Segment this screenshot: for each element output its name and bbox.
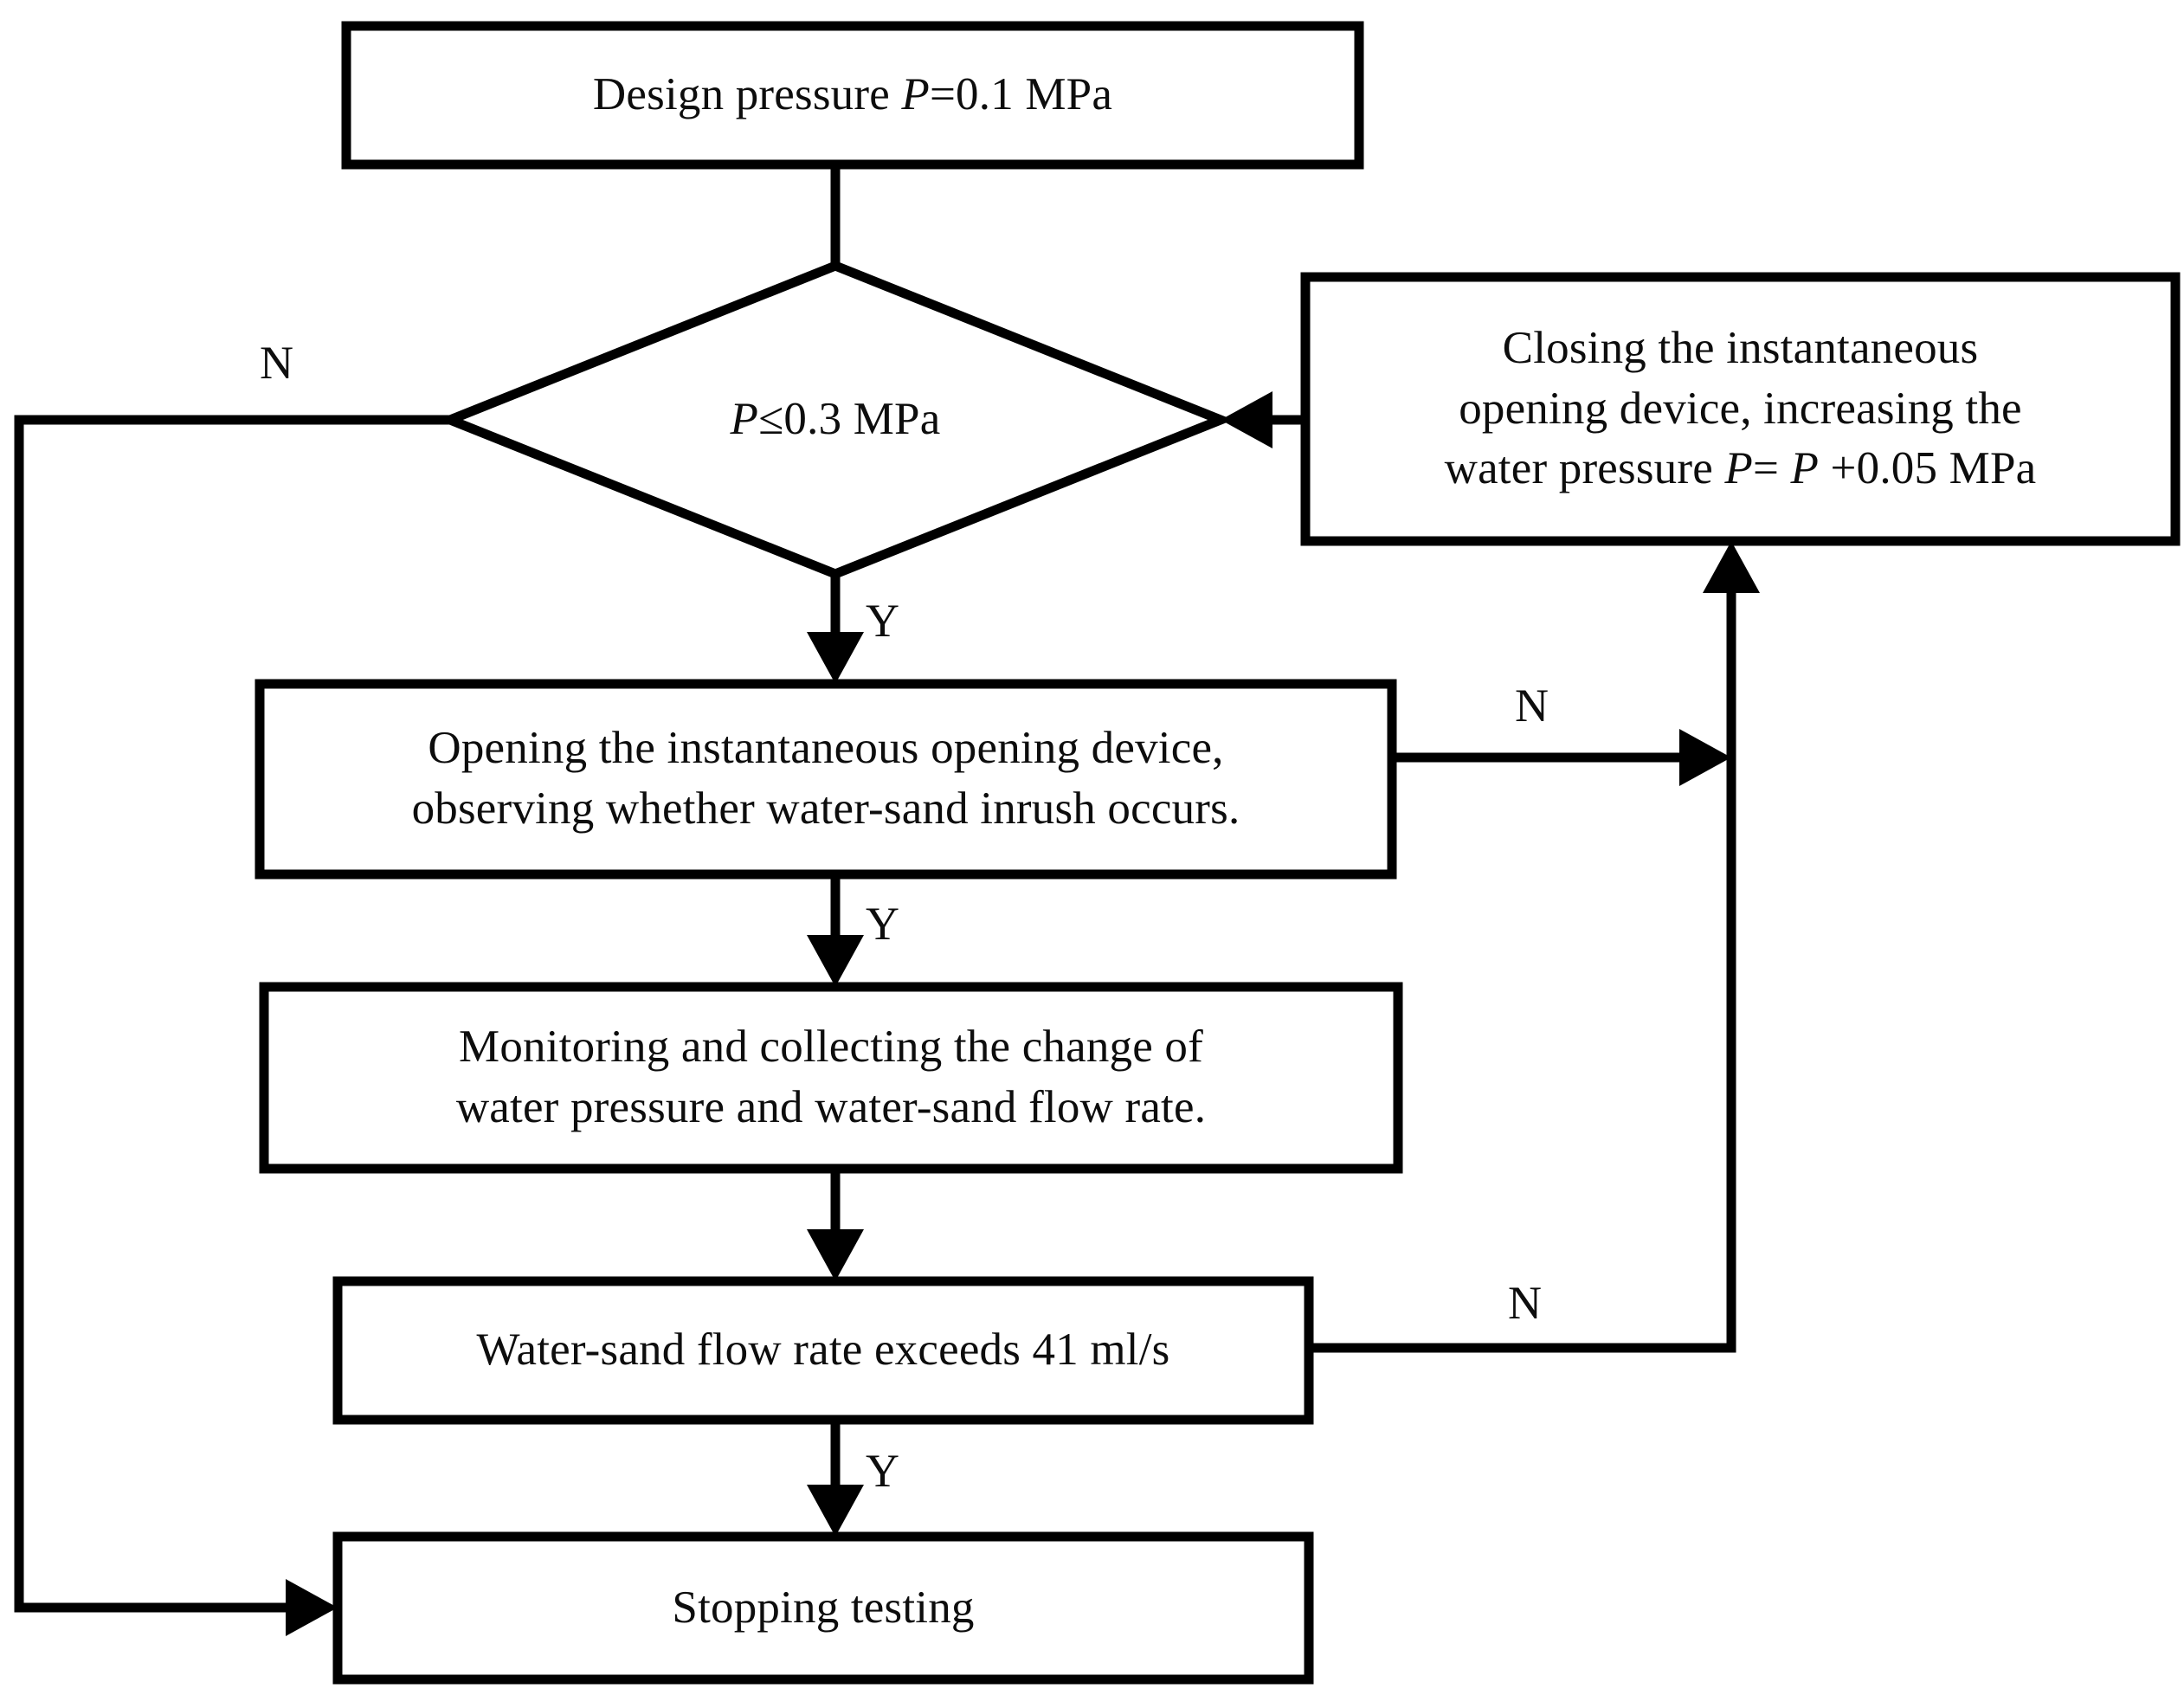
edge-label-opening-no: N — [1515, 680, 1549, 732]
arrowhead-opening-yes — [807, 935, 864, 987]
node-shape-flow-rate-check — [332, 1276, 1314, 1425]
arrowhead-decision-no — [286, 1579, 338, 1636]
edge-label-decision-yes: Y — [866, 595, 899, 647]
edge-label-decision-no: N — [260, 337, 293, 389]
node-monitoring-collecting[interactable] — [264, 987, 1398, 1169]
arrowhead-monitoring-to-flowrate — [807, 1229, 864, 1281]
edge-decision-no-to-stop — [14, 415, 450, 1613]
node-shape-stopping-testing — [332, 1531, 1314, 1685]
node-design-pressure[interactable] — [346, 26, 1359, 164]
arrowhead-closing-to-decision — [1221, 391, 1272, 448]
node-shape-opening-device — [254, 679, 1397, 880]
edge-label-opening-yes: Y — [866, 898, 899, 950]
node-shape-closing-device — [1300, 272, 2181, 546]
node-shape-design-pressure — [341, 21, 1364, 170]
node-opening-device[interactable] — [260, 684, 1392, 874]
node-closing-device[interactable] — [1305, 277, 2175, 541]
node-stopping-testing[interactable] — [338, 1537, 1309, 1679]
arrowhead-flowrate-yes — [807, 1485, 864, 1537]
arrowhead-opening-no — [1679, 729, 1731, 786]
arrowhead-decision-yes — [807, 632, 864, 684]
edge-label-flowrate-no: N — [1508, 1277, 1542, 1329]
node-flow-rate-check[interactable] — [338, 1281, 1309, 1420]
edge-flowrate-no-riser — [1309, 580, 1736, 1353]
node-shape-monitoring-collecting — [259, 982, 1403, 1174]
arrowhead-riser-to-closing — [1703, 541, 1760, 593]
edge-label-flowrate-yes: Y — [866, 1445, 899, 1497]
node-pressure-check[interactable] — [450, 266, 1221, 574]
